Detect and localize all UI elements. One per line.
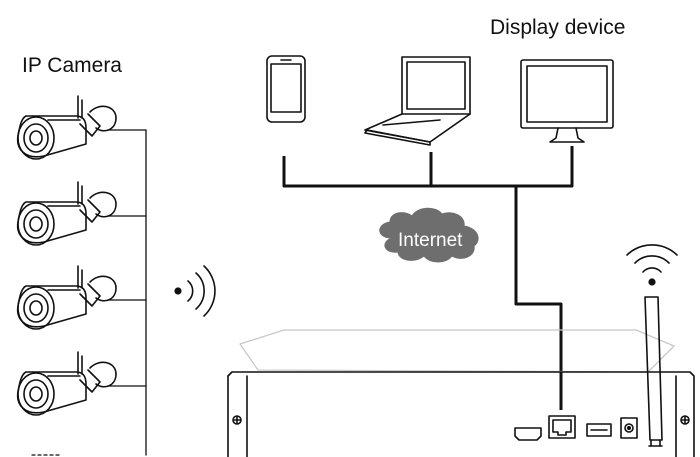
usb-port xyxy=(586,423,612,437)
nvr-recorder xyxy=(227,371,695,457)
ip-camera-icon xyxy=(16,351,117,416)
antenna-icon xyxy=(644,296,663,447)
smartphone-icon xyxy=(266,55,306,123)
nvr-top-plate xyxy=(239,329,675,373)
ip-camera-icon xyxy=(16,95,117,160)
wifi-signal-icon xyxy=(626,244,678,286)
monitor-icon xyxy=(520,59,614,143)
ip-camera-icon xyxy=(16,181,117,246)
connection-lines xyxy=(282,146,574,410)
ip-camera-label: IP Camera xyxy=(22,54,122,77)
internet-label: Internet xyxy=(398,230,463,251)
wifi-signal-icon xyxy=(174,265,216,317)
hdmi-port xyxy=(514,427,542,441)
display-device-label: Display device xyxy=(490,16,626,39)
camera-bus xyxy=(31,129,147,456)
lan-port xyxy=(548,415,576,439)
laptop-icon xyxy=(364,56,471,146)
cloud-icon xyxy=(379,207,479,263)
ip-camera-icon xyxy=(16,265,117,330)
power-port xyxy=(620,417,638,439)
